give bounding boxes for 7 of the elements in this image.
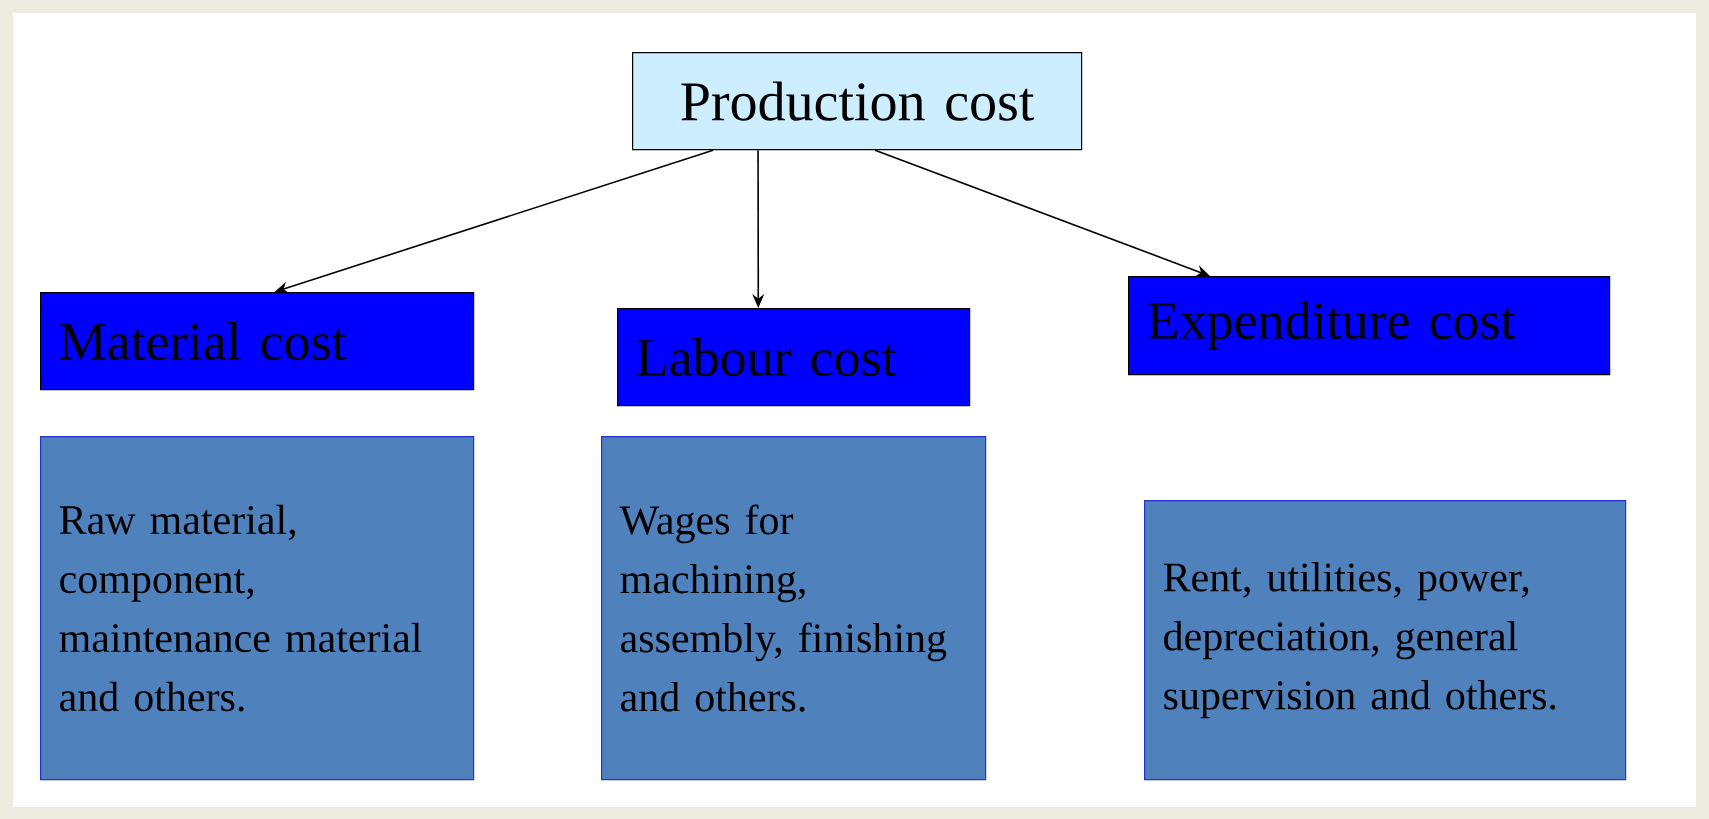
description-box: Wages for machining, assembly, finishing and others. — [601, 436, 987, 781]
cost-category-box: Material cost — [40, 292, 475, 391]
description-box: Rent, utilities, power, depreciation, general supervision and others. — [1144, 500, 1627, 781]
production-cost-box: Production cost — [632, 52, 1083, 151]
description-box: Raw material, component, maintenance material and others. — [40, 436, 475, 781]
cost-category-box: Expenditure cost — [1128, 276, 1611, 376]
cost-category-box: Labour cost — [617, 308, 971, 407]
